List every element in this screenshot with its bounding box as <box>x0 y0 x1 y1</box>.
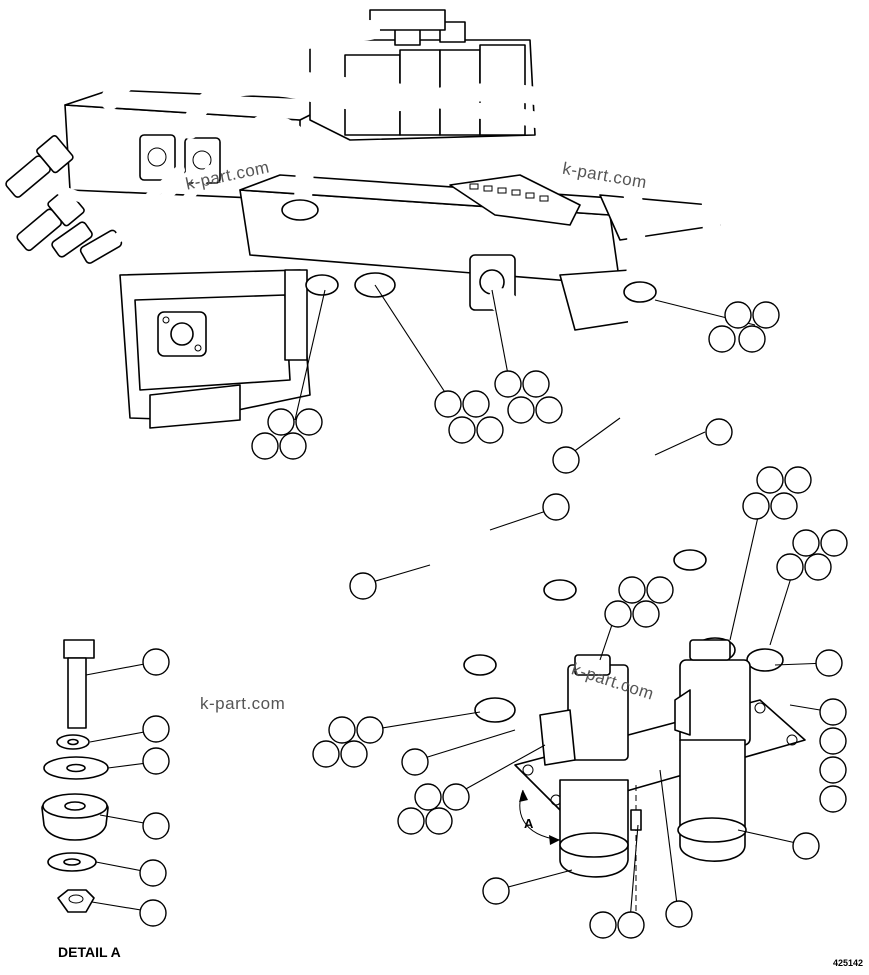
left-hose-fittings <box>5 135 215 264</box>
drawing-number: 425142 <box>833 958 864 968</box>
detail-title: DETAIL A <box>58 944 121 960</box>
lower-valve-assembly <box>514 639 806 920</box>
detail-a-parts <box>41 639 109 913</box>
upper-hoses <box>80 7 721 289</box>
long-hoses <box>318 288 772 732</box>
callout-bubbles <box>139 301 848 939</box>
view-marker-label: A <box>524 816 534 831</box>
watermark-bottom-left: k-part.com <box>200 694 286 713</box>
